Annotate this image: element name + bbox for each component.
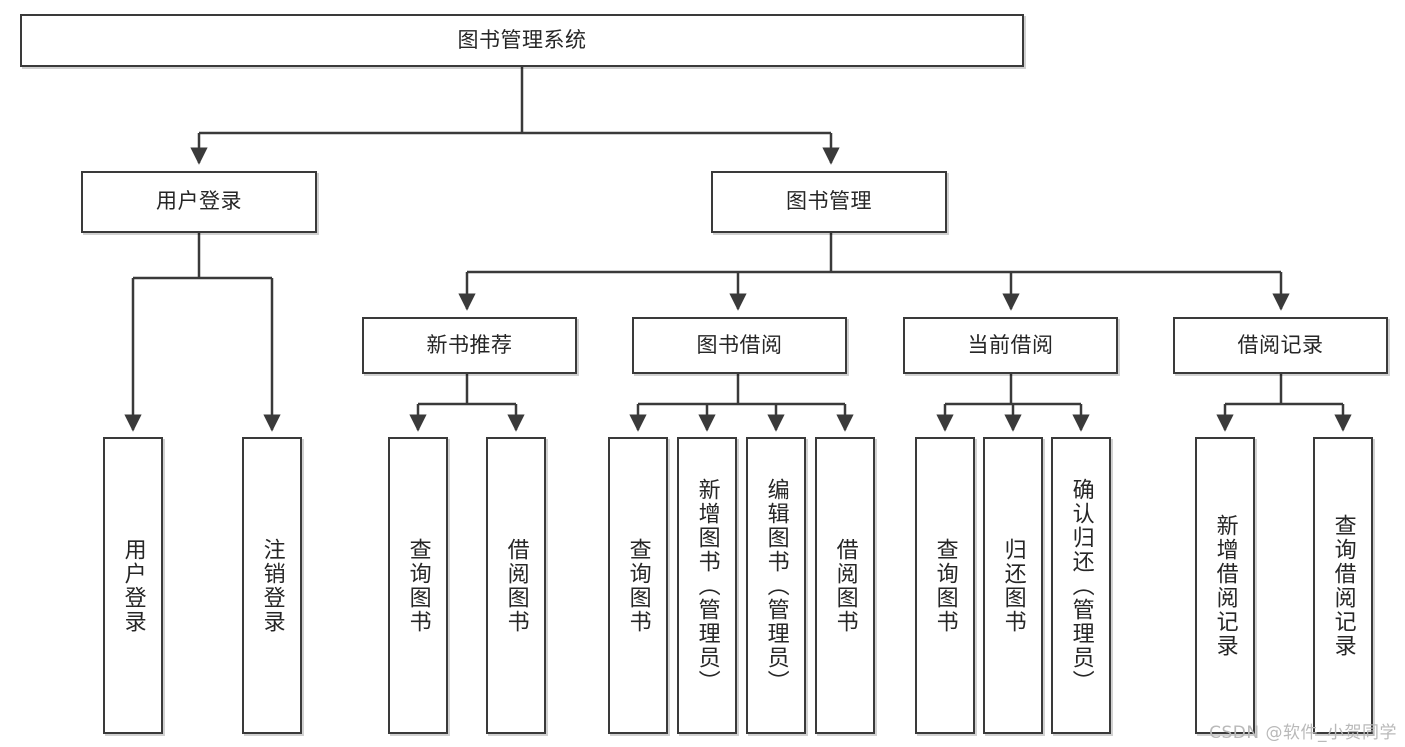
leaf-bookborrow-query-book-label: 查询图书 [625,537,651,634]
node-book-manage[interactable]: 图书管理 [711,171,947,233]
leaf-borrowrecord-query-record-label: 查询借阅记录 [1330,513,1356,658]
leaf-logout-label: 注销登录 [259,537,285,634]
node-book-borrow-label: 图书借阅 [696,332,783,357]
leaf-currentborrow-query-book[interactable]: 查询图书 [915,437,975,734]
leaf-bookborrow-query-book[interactable]: 查询图书 [608,437,668,734]
leaf-newbook-borrow-book-label: 借阅图书 [503,537,529,634]
node-borrow-record-label: 借阅记录 [1237,332,1324,357]
leaf-user-login[interactable]: 用户登录 [103,437,163,734]
node-book-borrow[interactable]: 图书借阅 [632,317,847,374]
csdn-watermark: CSDN @软件_小贺同学 [1209,723,1397,743]
leaf-bookborrow-add-book-label: 新增图书（管理员） [694,477,720,694]
node-current-borrow-label: 当前借阅 [967,332,1054,357]
node-user-login-label: 用户登录 [156,189,242,214]
leaf-currentborrow-query-book-label: 查询图书 [932,537,958,634]
node-root-label: 图书管理系统 [457,27,587,52]
leaf-bookborrow-borrow-book-label: 借阅图书 [832,537,858,634]
leaf-borrowrecord-add-record[interactable]: 新增借阅记录 [1195,437,1255,734]
leaf-newbook-borrow-book[interactable]: 借阅图书 [486,437,546,734]
leaf-newbook-query-book[interactable]: 查询图书 [388,437,448,734]
leaf-currentborrow-confirm-return-label: 确认归还（管理员） [1068,477,1094,694]
node-new-book-label: 新书推荐 [426,332,513,357]
leaf-currentborrow-return-book[interactable]: 归还图书 [983,437,1043,734]
node-user-login[interactable]: 用户登录 [81,171,317,233]
leaf-borrowrecord-query-record[interactable]: 查询借阅记录 [1313,437,1373,734]
node-new-book[interactable]: 新书推荐 [362,317,577,374]
leaf-currentborrow-confirm-return[interactable]: 确认归还（管理员） [1051,437,1111,734]
node-current-borrow[interactable]: 当前借阅 [903,317,1118,374]
leaf-borrowrecord-add-record-label: 新增借阅记录 [1212,513,1238,658]
leaf-currentborrow-return-book-label: 归还图书 [1000,537,1026,634]
leaf-bookborrow-borrow-book[interactable]: 借阅图书 [815,437,875,734]
node-borrow-record[interactable]: 借阅记录 [1173,317,1388,374]
leaf-bookborrow-edit-book[interactable]: 编辑图书（管理员） [746,437,806,734]
leaf-newbook-query-book-label: 查询图书 [405,537,431,634]
leaf-bookborrow-edit-book-label: 编辑图书（管理员） [763,477,789,694]
leaf-user-login-label: 用户登录 [120,537,146,634]
node-root[interactable]: 图书管理系统 [20,14,1024,67]
leaf-logout[interactable]: 注销登录 [242,437,302,734]
node-book-manage-label: 图书管理 [786,189,872,214]
leaf-bookborrow-add-book[interactable]: 新增图书（管理员） [677,437,737,734]
